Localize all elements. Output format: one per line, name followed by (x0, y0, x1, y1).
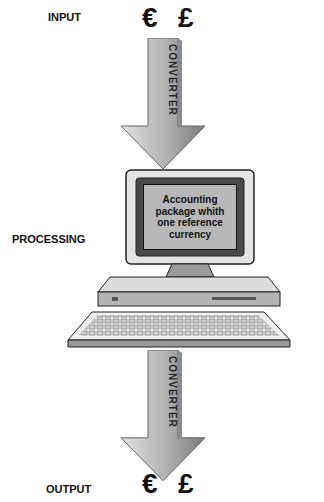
arrow-shape (118, 38, 208, 170)
converter-label: CONVERTER (148, 44, 178, 116)
monitor-bezel (136, 178, 244, 256)
stage-label: OUTPUT (46, 484, 91, 495)
system-unit-front (98, 292, 280, 306)
screen-box: Accounting package whith one reference c… (143, 184, 237, 250)
arrow-shape (118, 350, 208, 482)
currency-symbol: £ (178, 470, 194, 498)
stage-label: PROCESSING (12, 234, 85, 245)
keyboard-edge (68, 340, 290, 347)
keyboard-keys (78, 315, 280, 336)
arrow-side (178, 38, 182, 126)
converter-label: CONVERTER (148, 356, 178, 428)
currency-symbol: € (142, 4, 158, 32)
arrow-body (121, 350, 205, 481)
keyboard (68, 312, 290, 340)
stage-label: INPUT (48, 12, 81, 23)
currency-symbol: £ (178, 4, 194, 32)
converter-arrow: CONVERTER (118, 38, 208, 170)
drive-slot (212, 297, 256, 300)
converter-arrow: CONVERTER (118, 350, 208, 482)
arrow-body (121, 38, 205, 169)
system-unit-top (98, 277, 280, 292)
monitor-stand (166, 264, 214, 277)
arrow-side (178, 350, 182, 438)
currency-symbol: € (142, 470, 158, 498)
screen-text: Accounting package whith one reference c… (154, 194, 226, 240)
power-button (112, 297, 118, 301)
monitor-body (126, 170, 254, 264)
